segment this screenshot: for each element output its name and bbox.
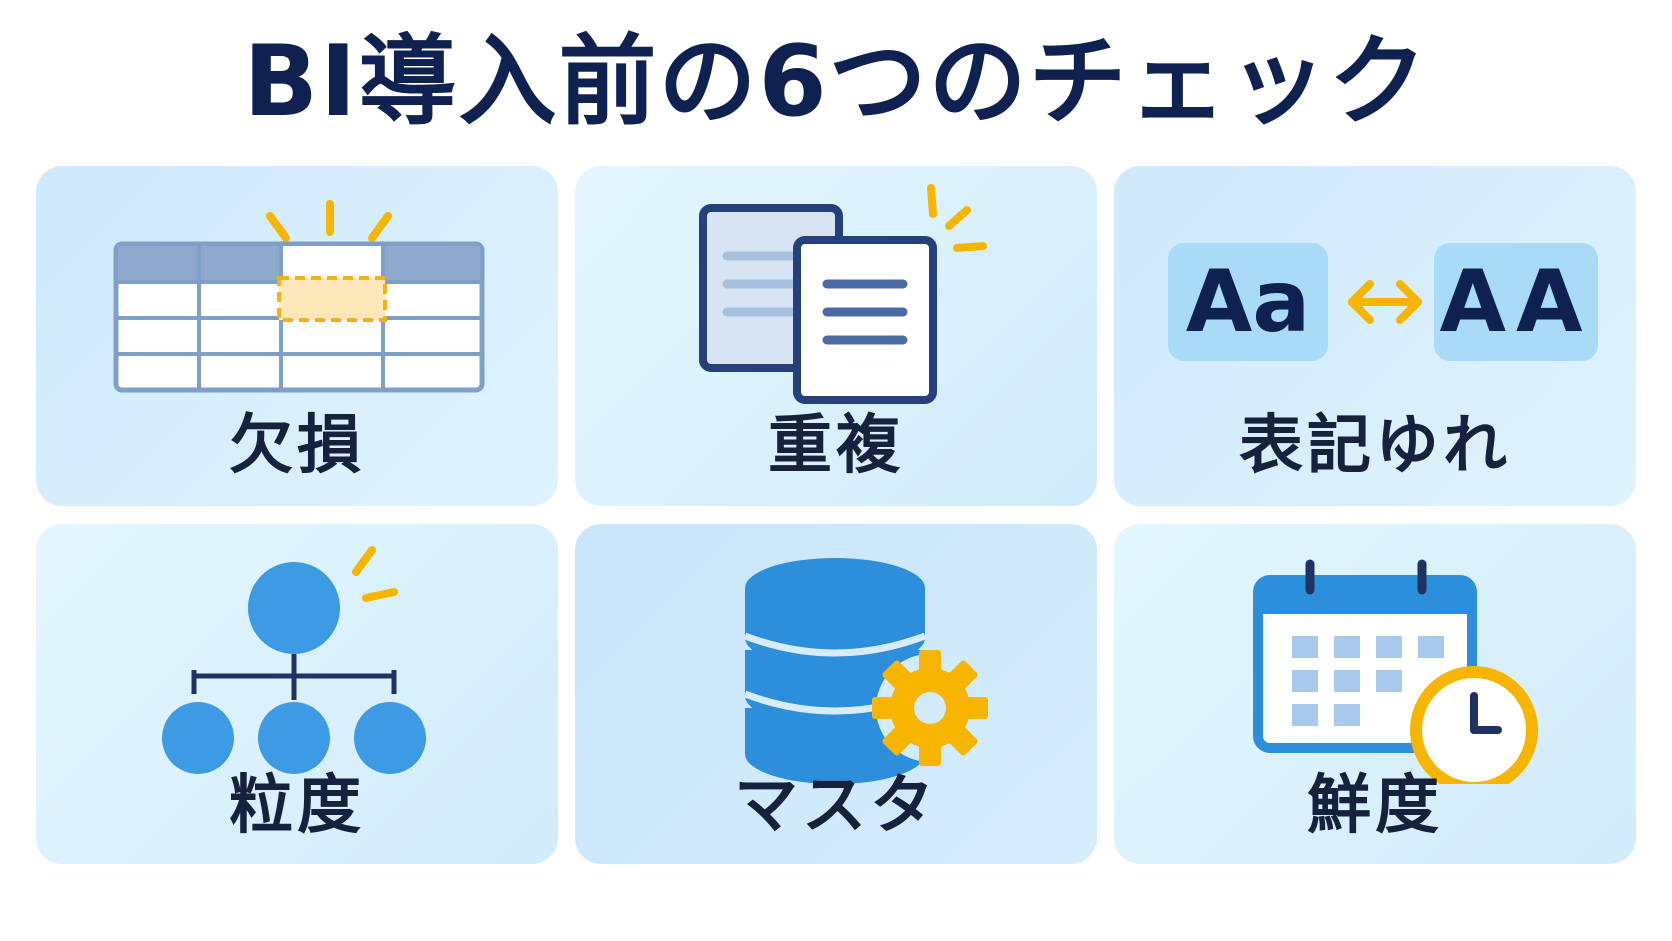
card-freshness: 鮮度 bbox=[1114, 524, 1636, 864]
card-label: 表記ゆれ bbox=[1239, 409, 1511, 483]
card-label: 欠損 bbox=[229, 409, 365, 483]
spark-lines bbox=[266, 200, 392, 242]
card-duplicate: 重複 bbox=[575, 166, 1097, 506]
page-title: BI導入前の6つのチェック bbox=[243, 25, 1429, 139]
clock-icon bbox=[1410, 666, 1538, 784]
duplicate-documents-icon bbox=[699, 184, 987, 404]
gear-icon bbox=[872, 650, 988, 766]
card-label: 粒度 bbox=[229, 769, 365, 843]
bidirectional-arrow-icon bbox=[1348, 280, 1422, 324]
card-notation-variation: Aa AA 表記ゆれ bbox=[1114, 166, 1636, 506]
card-master: マスタ bbox=[575, 524, 1097, 864]
card-granularity: 粒度 bbox=[36, 524, 558, 864]
card-label: 鮮度 bbox=[1307, 769, 1443, 843]
spark-lines bbox=[352, 546, 398, 602]
mixed-case-text: Aa bbox=[1168, 243, 1328, 361]
card-missing: 欠損 bbox=[36, 166, 558, 506]
card-label: マスタ bbox=[734, 769, 938, 843]
upper-case-text: AA bbox=[1434, 243, 1598, 361]
hierarchy-tree-icon bbox=[162, 546, 426, 774]
spark-lines bbox=[927, 184, 987, 252]
calendar-clock-icon bbox=[1253, 559, 1538, 784]
missing-cell-table-icon bbox=[113, 200, 485, 393]
card-label: 重複 bbox=[768, 409, 904, 483]
database-gear-icon bbox=[743, 558, 988, 784]
